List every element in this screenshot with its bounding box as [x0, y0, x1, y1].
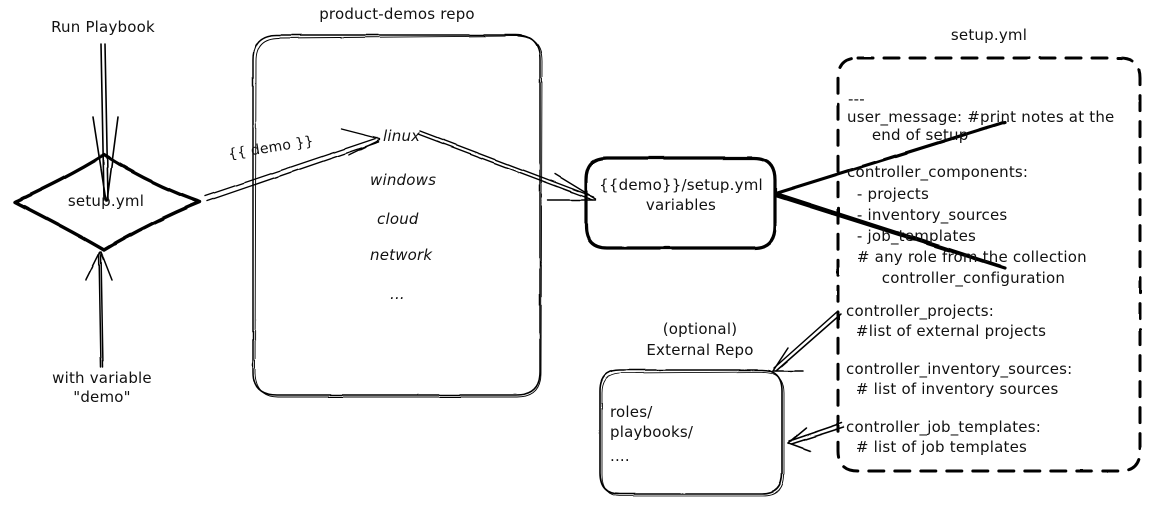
setup-yml-block-5-line-0: controller_job_templates: — [846, 418, 1042, 436]
setup-yml-block-2-line-4: # any role from the collection — [847, 248, 1087, 266]
label-repo-title: product-demos repo — [319, 5, 475, 23]
label-with-variable-line1: with variable — [52, 369, 152, 387]
repo-item-network: network — [370, 246, 433, 264]
arrow-linux-to-variables — [417, 130, 597, 201]
setup-yml-block-2-line-0: controller_components: — [847, 163, 1029, 181]
setup-yml-block-1-line-0: user_message: #print notes at the — [847, 108, 1115, 126]
arrow-job-templates-to-external-repo — [787, 422, 845, 452]
arrow-with-variable — [85, 251, 113, 368]
setup-yml-block-0-line-0: --- — [848, 90, 865, 108]
label-run-playbook: Run Playbook — [51, 18, 155, 36]
setup-yml-block-2-line-2: - inventory_sources — [847, 206, 1008, 224]
setup-yml-block-4-line-0: controller_inventory_sources: — [846, 360, 1073, 378]
setup-yml-block-3-line-0: controller_projects: — [846, 302, 994, 320]
setup-yml-block-1-line-1: end of setup — [847, 126, 969, 144]
external-repo-line-ellipsis: .... — [610, 447, 630, 465]
repo-item-windows: windows — [370, 171, 437, 189]
label-with-variable-line2: "demo" — [73, 388, 131, 406]
external-repo-line-playbooks: playbooks/ — [610, 423, 694, 441]
setup-yml-block-2-line-5: controller_configuration — [847, 269, 1066, 287]
setup-yml-block-4-line-1: # list of inventory sources — [846, 380, 1059, 398]
arrow-projects-to-external-repo — [772, 310, 842, 372]
label-demo-variable-edge: {{ demo }} — [227, 133, 315, 163]
arrow-run-playbook — [92, 43, 119, 202]
label-setup-yml-node: setup.yml — [67, 192, 145, 210]
setup-yml-block-2-line-3: - job_templates — [847, 227, 977, 245]
label-variables-box-line2: variables — [645, 196, 717, 214]
setup-yml-block-3-line-1: #list of external projects — [846, 322, 1047, 340]
label-external-repo-title-1: (optional) — [662, 320, 738, 338]
label-variables-box-line1: {{demo}}/setup.yml — [599, 176, 763, 194]
label-setup-yml-box-title: setup.yml — [950, 26, 1028, 44]
repo-item-linux: linux — [383, 127, 421, 145]
setup-yml-block-2-line-1: - projects — [847, 185, 929, 203]
setup-yml-block-5-line-1: # list of job templates — [846, 438, 1028, 456]
external-repo-line-roles: roles/ — [610, 403, 653, 421]
repo-item-ellipsis: ... — [390, 285, 405, 303]
repo-item-cloud: cloud — [377, 210, 419, 228]
label-external-repo-title-2: External Repo — [646, 341, 754, 359]
